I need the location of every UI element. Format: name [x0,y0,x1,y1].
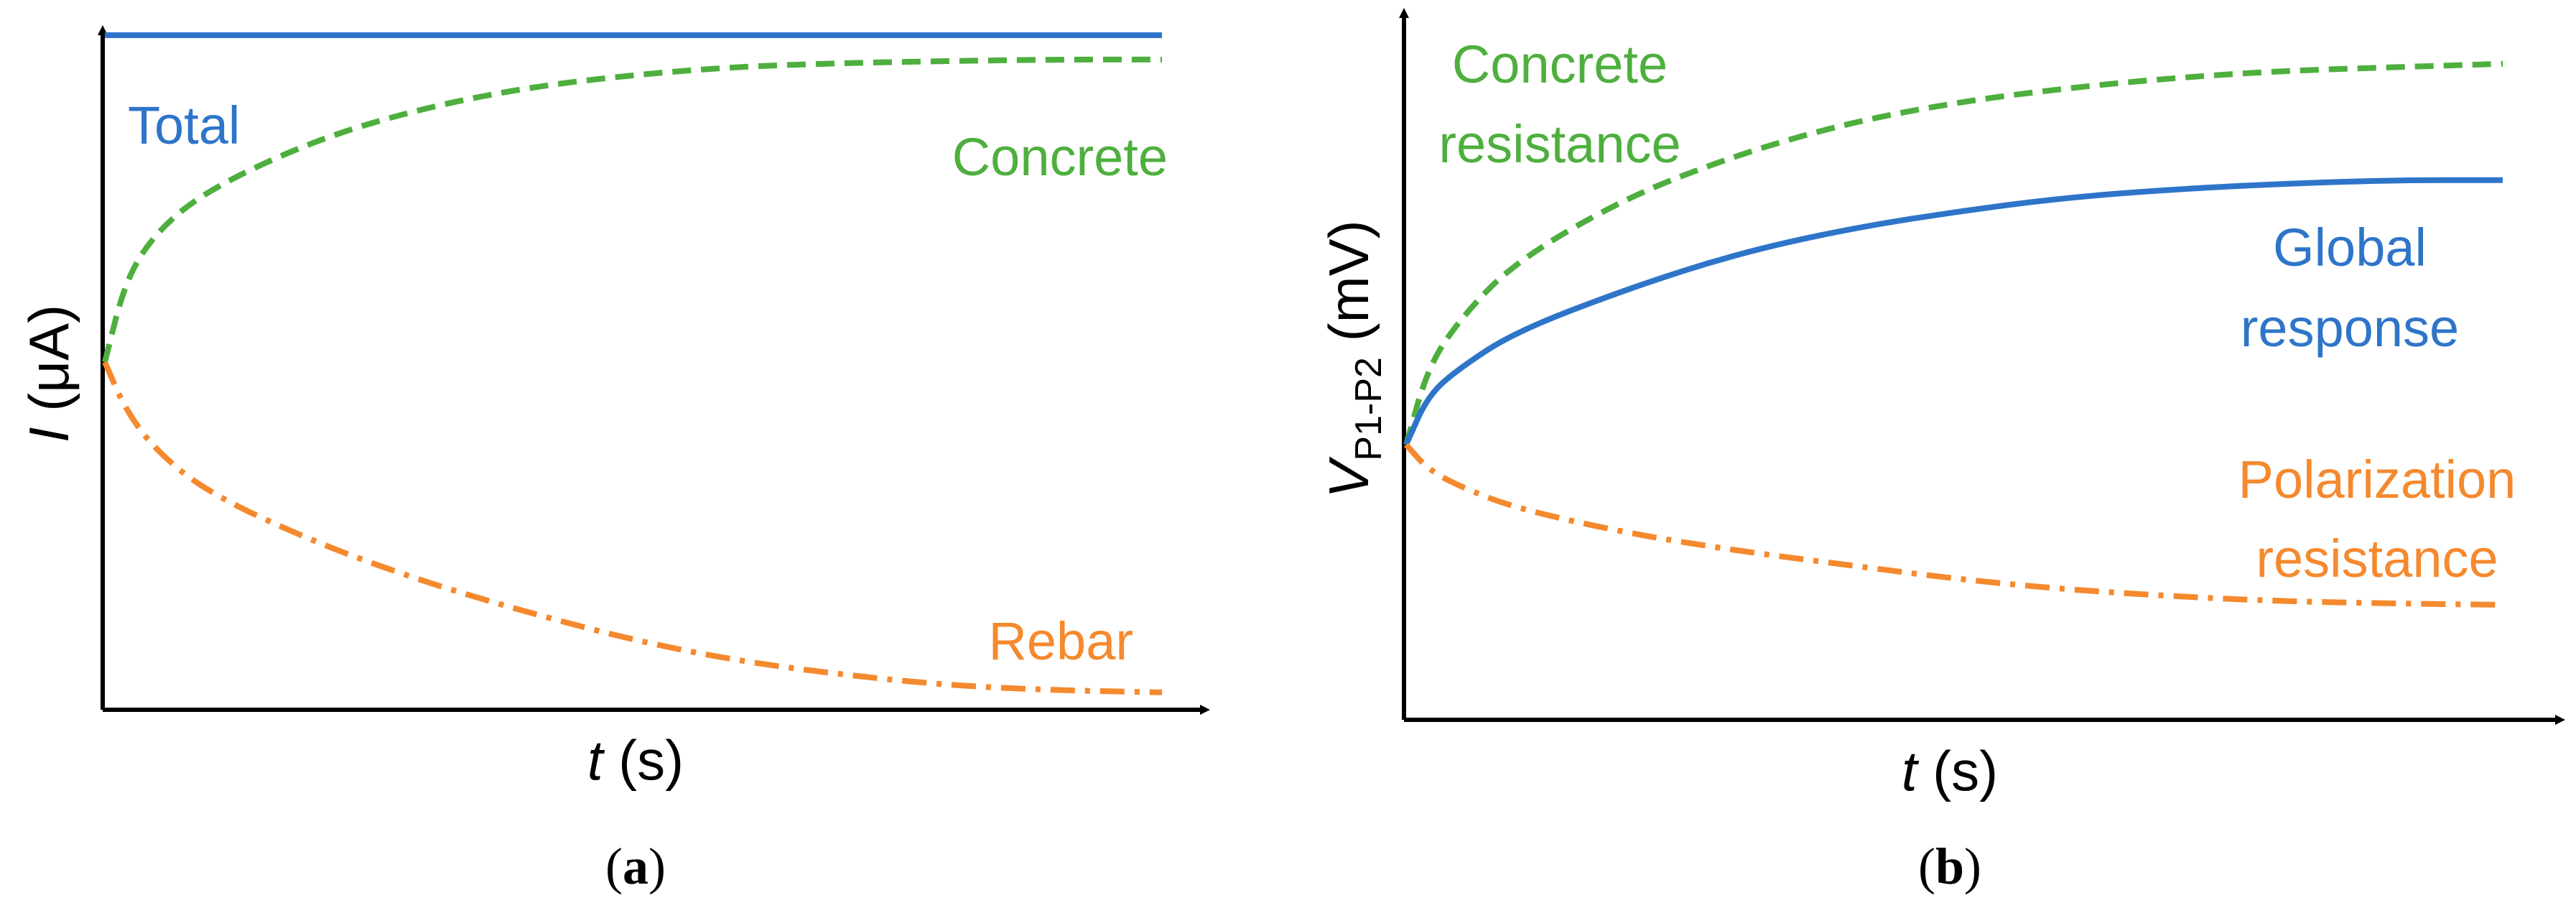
panel-b-series-global-response [1403,177,2503,446]
panel-a-y-var: I [17,427,80,443]
panel-a-label-concrete: Concrete [952,127,1168,187]
panel-b-label-polar-line1: Polarization [2238,450,2516,509]
panel-b-y-sub: P1-P2 [1348,357,1390,461]
panel-a-y-unit: (μA) [17,305,80,427]
panel-b-label-global-line2: response [2241,298,2459,358]
panel-b-series-concrete-resistance [1403,60,2503,446]
panel-a-series-concrete [102,56,1162,363]
panel-a-x-unit: (s) [603,728,684,792]
panel-b-x-unit: (s) [1917,739,1999,802]
panel-b-y-var: V [1317,456,1380,499]
panel-a-x-axis-title: t (s) [587,728,684,792]
panel-b-label-concrete-line2: resistance [1438,114,1680,174]
panel-b-label-polar-line2: resistance [2256,529,2498,588]
panel-b: Concrete resistance Global response Pola… [1317,8,2565,895]
panel-a: Total Concrete Rebar t (s) I (μA) (a) [17,25,1210,895]
panel-a-x-var: t [587,728,605,792]
panel-b-caption: (b) [1918,838,1981,895]
panel-b-label-concrete-line1: Concrete [1452,34,1668,94]
panel-a-label-total: Total [128,96,240,155]
panel-a-series-rebar [102,361,1163,695]
panel-b-x-var: t [1902,739,1920,802]
panel-a-y-axis-title: I (μA) [17,305,80,443]
panel-b-series [1403,60,2503,608]
panel-b-x-axis-title: t (s) [1902,739,1998,802]
panel-a-label-rebar: Rebar [988,611,1133,671]
panel-a-caption: (a) [605,838,666,895]
panel-b-y-unit: (mV) [1317,220,1380,357]
panel-a-series [102,32,1163,695]
panel-b-label-global-line1: Global [2273,218,2427,277]
panel-b-y-axis-title: VP1-P2 (mV) [1317,220,1390,498]
